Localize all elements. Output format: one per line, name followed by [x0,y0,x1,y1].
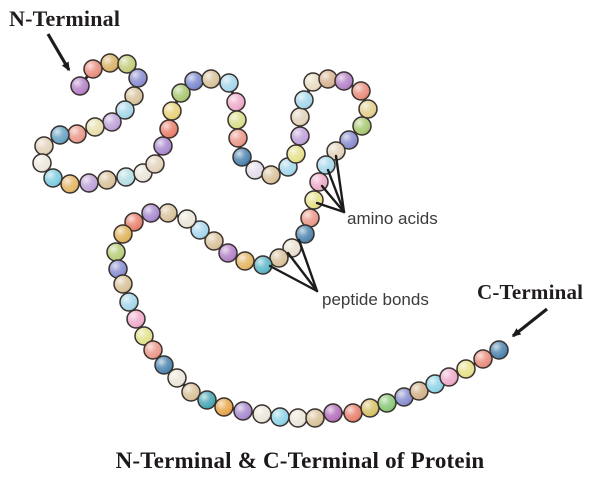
amino-acid-bead [294,90,314,110]
amino-acid-bead [252,404,272,424]
amino-acid-bead [43,168,63,188]
amino-acid-bead [85,117,105,137]
amino-acid-bead [269,248,289,268]
amino-acid-bead [334,71,354,91]
amino-acid-bead [184,71,204,91]
amino-acid-bead [245,160,265,180]
amino-acid-bead [60,174,80,194]
amino-acid-bead [145,154,165,174]
amino-acids-pointer-line [320,184,346,214]
c-terminal-label: C-Terminal [477,280,584,304]
amino-acid-bead [162,101,182,121]
amino-acid-bead [124,212,144,232]
amino-acid-bead [102,112,122,132]
amino-acid-bead [323,403,343,423]
amino-acid-bead [190,220,210,240]
amino-acid-bead [358,99,378,119]
amino-acid-bead [113,224,133,244]
amino-acid-bead [232,147,252,167]
peptide-bonds-pointer-line [297,238,319,293]
amino-acid-bead [143,340,163,360]
amino-acid-bead [177,209,197,229]
amino-acid-bead [50,125,70,145]
n-terminal-label: N-Terminal [9,6,121,31]
amino-acid-bead [352,116,372,136]
amino-acid-bead [181,382,201,402]
amino-acid-bead [219,73,239,93]
amino-acid-bead [159,119,179,139]
amino-acid-bead [343,403,363,423]
amino-acid-bead [126,309,146,329]
amino-acid-bead [134,326,154,346]
amino-acid-bead [489,340,509,360]
amino-acid-bead [117,54,137,74]
amino-acid-bead [300,208,320,228]
amino-acid-bead [167,368,187,388]
amino-acid-bead [226,92,246,112]
n-terminal-arrow [46,33,71,72]
amino-acid-bead [32,153,52,173]
amino-acid-bead [270,407,290,427]
amino-acid-bead [79,173,99,193]
amino-acid-bead [106,242,126,262]
amino-acid-bead [253,255,273,275]
amino-acid-bead [377,393,397,413]
amino-acids-pointer-line [326,168,346,214]
amino-acid-bead [316,155,336,175]
amino-acid-bead [288,408,308,428]
amino-acid-bead [67,124,87,144]
amino-acid-bead [228,128,248,148]
peptide-bonds-label: peptide bonds [322,290,429,309]
amino-acid-bead [119,292,139,312]
amino-acid-bead [124,86,144,106]
peptide-bonds-pointer-line [268,264,319,293]
amino-acid-bead [83,59,103,79]
amino-acid-bead [233,401,253,421]
amino-acid-bead [153,136,173,156]
amino-acid-bead [115,100,135,120]
amino-acid-bead [290,107,310,127]
amino-acid-bead [171,83,191,103]
amino-acid-bead [304,190,324,210]
amino-acid-bead [295,224,315,244]
amino-acid-bead [339,130,359,150]
amino-acid-bead [197,390,217,410]
amino-acid-bead [201,69,221,89]
amino-acid-bead [113,274,133,294]
amino-acid-bead [318,69,338,89]
amino-acid-bead [305,408,325,428]
amino-acid-bead [360,398,380,418]
amino-acid-bead [70,76,90,96]
amino-acid-bead [128,68,148,88]
amino-acid-bead [214,397,234,417]
amino-acid-bead [158,203,178,223]
amino-acid-bead [439,367,459,387]
amino-acid-bead [235,251,255,271]
amino-acid-bead [100,53,120,73]
amino-acid-bead [473,349,493,369]
amino-acid-bead [141,203,161,223]
amino-acid-bead [351,81,371,101]
c-terminal-arrow [511,307,548,338]
diagram-title: N-Terminal & C-Terminal of Protein [115,448,485,473]
amino-acid-bead [34,136,54,156]
amino-acid-bead [227,110,247,130]
amino-acid-bead [290,126,310,146]
peptide-bonds-pointer-line [286,251,319,293]
amino-acid-bead [116,167,136,187]
amino-acids-pointer-line [334,154,346,214]
amino-acid-bead [286,144,306,164]
amino-acids-pointer-line [315,201,346,214]
amino-acid-bead [261,165,281,185]
amino-acid-bead [204,231,224,251]
amino-acid-bead [218,243,238,263]
amino-acids-label: amino acids [347,209,438,228]
amino-acid-bead [154,355,174,375]
amino-acid-bead [97,170,117,190]
amino-acid-bead [456,359,476,379]
amino-acid-bead [409,381,429,401]
